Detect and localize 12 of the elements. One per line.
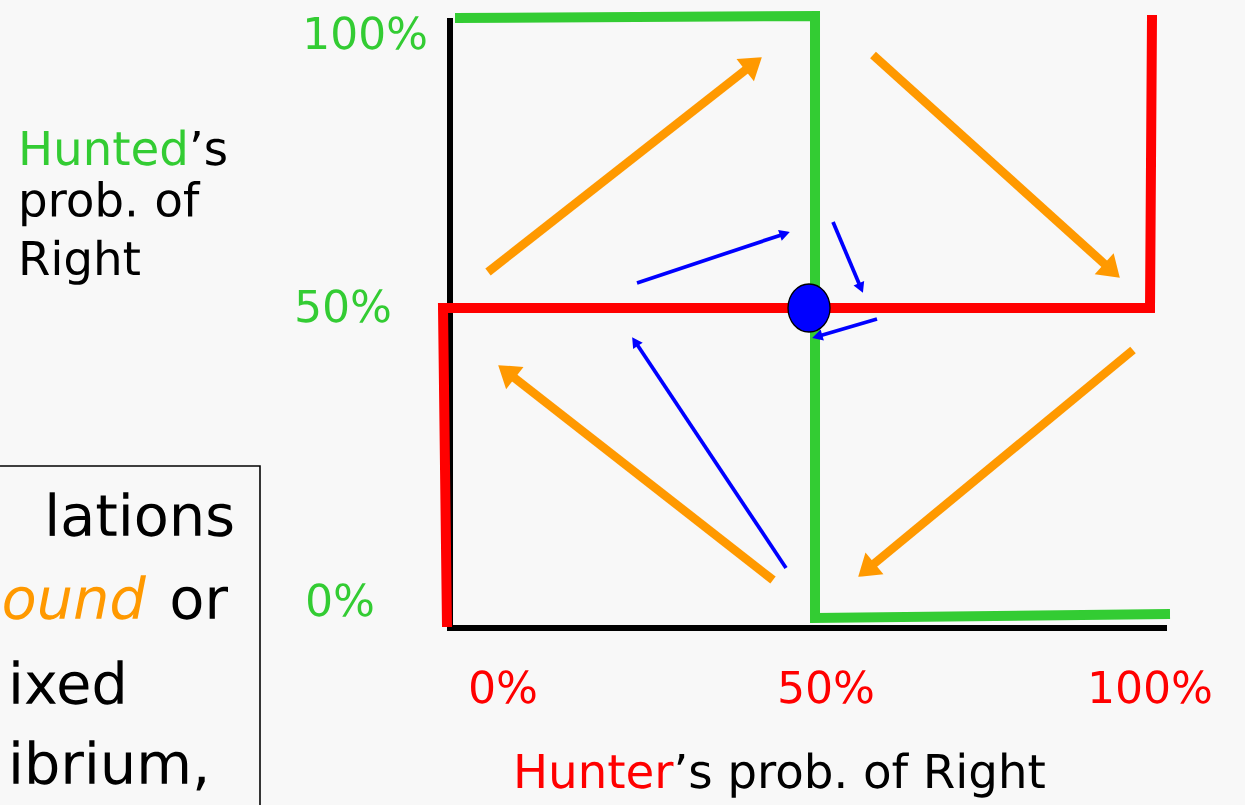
tick-label: 0% [471,670,536,704]
tick-label: 100% [1091,670,1211,704]
tick-label: 100% [307,16,426,50]
axis-title: prob. of Right [22,181,201,285]
text-box: lations ound or ixed ibrium, [0,465,261,805]
tick-label: 50% [297,289,390,323]
axis-title: ’s [192,130,226,166]
tick-label: 50% [780,670,873,704]
axis-title: Hunted [22,129,185,166]
axis-title: Hunter [517,753,674,789]
tick-label: 0% [308,583,373,617]
axis-title: ’s prob. of Right [677,752,1045,798]
